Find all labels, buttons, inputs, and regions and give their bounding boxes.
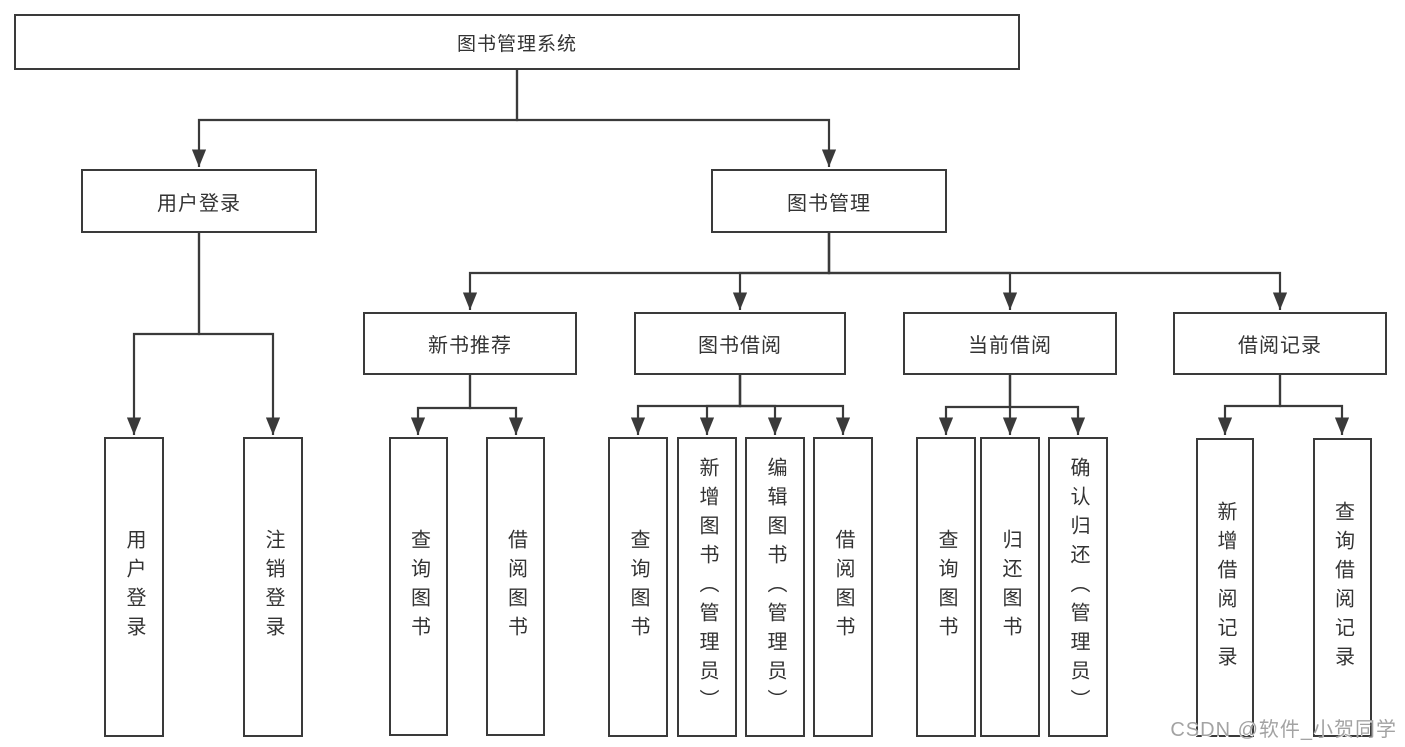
connector-borrow-record-to-leaf1	[1217, 375, 1282, 435]
connector-user-login-to-leaf2	[197, 233, 281, 435]
connector-book-borrow-to-leaf2	[699, 375, 742, 435]
node-label: 借阅记录	[1238, 335, 1322, 357]
node-leaf-user-login: 用户登录	[104, 437, 164, 737]
node-leaf-edit-book-admin: 编辑图书（管理员）	[745, 437, 805, 737]
connector-current-borrow-to-leaf1	[938, 375, 1012, 435]
node-library-management-system: 图书管理系统	[14, 14, 1020, 70]
node-leaf-confirm-return-admin: 确认归还（管理员）	[1048, 437, 1108, 737]
watermark: CSDN @软件_小贺同学	[1170, 719, 1397, 741]
node-label: 查询借阅记录	[1331, 500, 1354, 675]
node-leaf-borrow-book-2: 借阅图书	[813, 437, 873, 737]
connector-new-book-to-leaf1	[410, 375, 472, 435]
node-leaf-add-book-admin: 新增图书（管理员）	[677, 437, 737, 737]
node-book-borrow: 图书借阅	[634, 312, 846, 375]
node-label: 新增图书（管理员）	[696, 456, 718, 718]
connector-root-to-book-mgmt	[515, 70, 837, 167]
node-leaf-borrow-book-1: 借阅图书	[486, 437, 545, 736]
connector-book-borrow-to-leaf4	[738, 375, 851, 435]
node-label: 确认归还（管理员）	[1067, 456, 1089, 718]
connector-book-mgmt-to-new-book	[462, 233, 831, 310]
connector-book-mgmt-to-book-borrow	[732, 233, 831, 310]
node-label: 当前借阅	[968, 335, 1052, 357]
node-label: 用户登录	[123, 529, 145, 645]
node-label: 编辑图书（管理员）	[764, 456, 786, 718]
connector-current-borrow-to-leaf3	[1008, 375, 1086, 435]
node-label: 用户登录	[157, 192, 241, 215]
node-label: 图书管理	[787, 192, 871, 215]
connector-borrow-record-to-leaf2	[1278, 375, 1350, 435]
node-label: 注销登录	[262, 529, 284, 645]
node-leaf-query-book-3: 查询图书	[916, 437, 976, 737]
node-label: 借阅图书	[504, 528, 527, 645]
node-label: 图书借阅	[698, 335, 782, 357]
node-label: 图书管理系统	[456, 33, 577, 55]
node-leaf-query-book-1: 查询图书	[389, 437, 448, 736]
node-current-borrow: 当前借阅	[903, 312, 1117, 375]
node-leaf-query-book-2: 查询图书	[608, 437, 668, 737]
node-borrow-records: 借阅记录	[1173, 312, 1387, 375]
node-label: 查询图书	[627, 529, 649, 645]
node-user-login: 用户登录	[81, 169, 317, 233]
connector-book-mgmt-to-current-borrow	[827, 233, 1018, 310]
connector-user-login-to-leaf1	[126, 233, 201, 435]
connector-root-to-user-login	[191, 70, 519, 167]
node-leaf-return-book: 归还图书	[980, 437, 1040, 737]
connector-new-book-to-leaf2	[468, 375, 524, 435]
node-label: 查询图书	[935, 529, 957, 645]
node-label: 借阅图书	[832, 529, 854, 645]
node-new-book-recommend: 新书推荐	[363, 312, 577, 375]
node-leaf-query-borrow-record: 查询借阅记录	[1313, 438, 1372, 737]
connector-book-mgmt-to-borrow-record	[827, 233, 1288, 310]
node-label: 查询图书	[407, 528, 430, 645]
node-book-management: 图书管理	[711, 169, 947, 233]
node-label: 新增借阅记录	[1214, 500, 1236, 675]
node-label: 归还图书	[999, 529, 1021, 645]
node-leaf-add-borrow-record: 新增借阅记录	[1196, 438, 1254, 737]
node-label: 新书推荐	[428, 335, 512, 357]
node-leaf-logout: 注销登录	[243, 437, 303, 737]
